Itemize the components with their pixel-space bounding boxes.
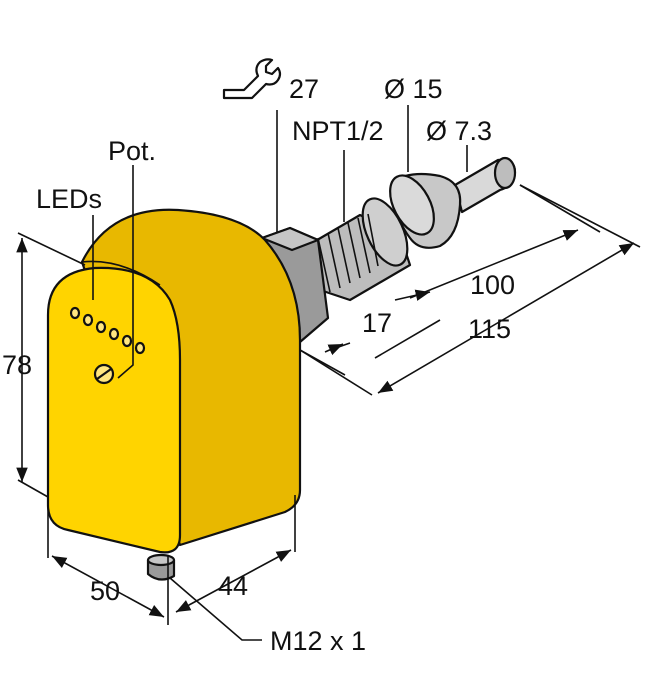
led-4 bbox=[108, 327, 120, 341]
label-length-17: 17 bbox=[362, 308, 392, 338]
led-1 bbox=[69, 306, 81, 320]
thread-lines bbox=[317, 213, 379, 293]
label-length-115: 115 bbox=[468, 314, 511, 344]
labels: 27 Ø 15 Ø 7.3 NPT1/2 Pot. LEDs 78 100 17… bbox=[2, 74, 515, 656]
dimension-lines bbox=[16, 105, 641, 641]
label-length-100: 100 bbox=[470, 270, 515, 300]
label-connector: M12 x 1 bbox=[270, 626, 366, 656]
label-diameter-7-3: Ø 7.3 bbox=[426, 116, 492, 146]
potentiometer bbox=[93, 363, 115, 385]
led-3 bbox=[95, 320, 107, 334]
wrench-icon bbox=[222, 58, 282, 100]
label-leds: LEDs bbox=[36, 184, 102, 214]
led-5 bbox=[121, 334, 133, 348]
label-wrench-size: 27 bbox=[289, 74, 319, 104]
led-2 bbox=[82, 313, 94, 327]
m12-connector bbox=[146, 553, 176, 581]
probe-bulb bbox=[389, 172, 462, 249]
label-depth: 44 bbox=[218, 571, 248, 601]
probe-rod bbox=[453, 156, 517, 214]
label-thread: NPT1/2 bbox=[292, 116, 384, 146]
led-row bbox=[69, 306, 146, 355]
label-diameter-15: Ø 15 bbox=[384, 74, 443, 104]
led-6 bbox=[134, 341, 146, 355]
label-height: 78 bbox=[2, 350, 32, 380]
label-pot: Pot. bbox=[108, 136, 156, 166]
label-width: 50 bbox=[90, 576, 120, 606]
leader-pot bbox=[117, 165, 134, 379]
leader-connector bbox=[169, 577, 262, 641]
sensor-housing bbox=[46, 208, 302, 554]
